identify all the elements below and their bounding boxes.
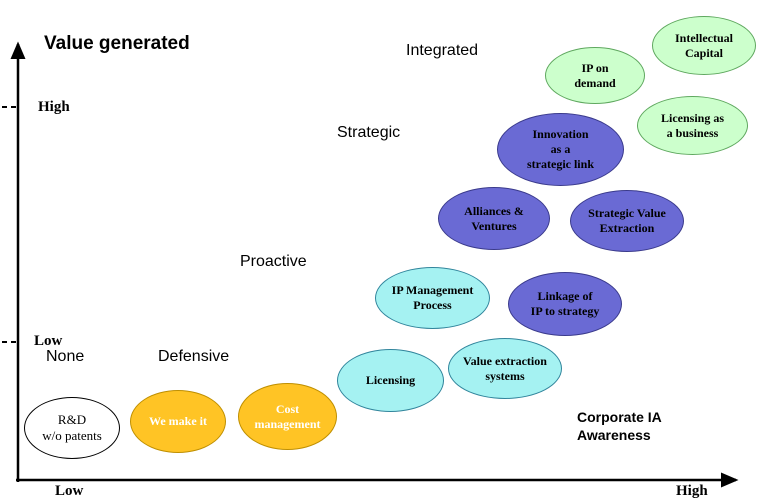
bubble-rd-wo-patents: R&D w/o patents (24, 397, 120, 459)
bubble-intellectual-capital: Intellectual Capital (652, 16, 756, 75)
bubble-licensing-as-business: Licensing as a business (637, 96, 748, 155)
stage-label-defensive: Defensive (158, 348, 230, 365)
x-axis-label-high: High (676, 483, 708, 499)
x-axis-label-low: Low (55, 483, 84, 499)
bubble-ip-on-demand: IP on demand (545, 47, 645, 104)
stage-label-integrated: Integrated (406, 42, 479, 59)
bubble-ip-management-process: IP Management Process (375, 267, 490, 329)
bubble-we-make-it: We make it (130, 390, 226, 453)
stage-label-strategic: Strategic (337, 124, 401, 141)
bubble-alliances-ventures: Alliances & Ventures (438, 187, 550, 250)
bubble-cost-management: Cost management (238, 383, 337, 450)
stage-label-none: None (46, 348, 85, 365)
bubble-value-extraction: Value extraction systems (448, 338, 562, 399)
bubble-licensing: Licensing (337, 349, 444, 412)
x-axis-title: Corporate IA Awareness (577, 409, 662, 444)
y-axis-title: Value generated (44, 33, 190, 54)
bubble-linkage-ip-strategy: Linkage of IP to strategy (508, 272, 622, 336)
bubble-innovation-strategic-link: Innovation as a strategic link (497, 113, 624, 186)
y-tick-low-label: Low (34, 333, 63, 349)
bubble-strategic-value-extraction: Strategic Value Extraction (570, 190, 684, 252)
stage-label-proactive: Proactive (240, 253, 307, 270)
y-tick-high-label: High (38, 99, 70, 115)
